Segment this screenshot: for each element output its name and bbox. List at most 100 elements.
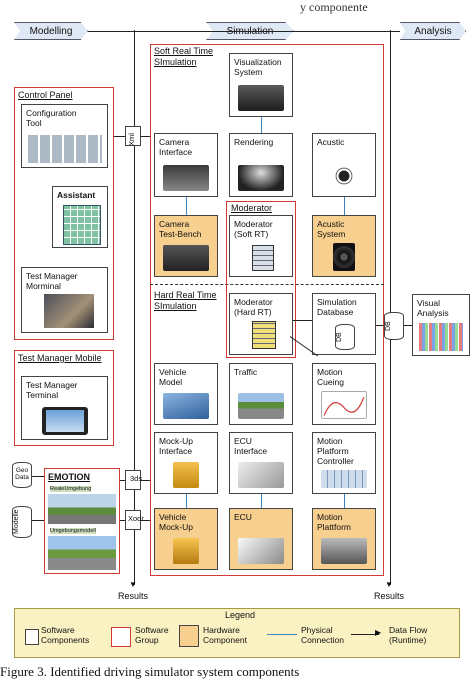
- traffic[interactable]: Traffic: [229, 363, 293, 425]
- cueing-curve-icon: [323, 396, 365, 416]
- emotion-real-env-label: RealeUmgebung: [50, 486, 92, 492]
- xodr-to-sim-arrow: [141, 520, 151, 521]
- soft-rt-title: Soft Real Time SImulation: [152, 46, 216, 68]
- soft-calculator-icon: [252, 245, 274, 271]
- test-manager-morminal[interactable]: Test Manager Morminal: [21, 267, 108, 333]
- moderator-hard-label: Moderator (Hard RT): [234, 297, 273, 317]
- vehicle-mockup-label: Vehicle Mock-Up: [159, 512, 194, 532]
- xml-file-label: Xml: [127, 133, 136, 146]
- camera-interface-label: Camera Interface: [159, 137, 193, 157]
- rendering-label: Rendering: [234, 137, 274, 147]
- threeds-file-icon: [125, 470, 141, 490]
- cp-to-xml-arrow: [114, 136, 125, 137]
- legend-hardware-component: Hardware Component: [203, 625, 247, 645]
- analysis-chart-icon: [419, 323, 463, 351]
- emotion-group: [44, 468, 120, 574]
- simulation-outer-group: [150, 44, 384, 576]
- legend-title: Legend: [225, 610, 256, 620]
- test-manager-morminal-label: Test Manager Morminal: [26, 271, 78, 291]
- db-outer-icon: DB: [384, 312, 404, 340]
- visual-analysis[interactable]: Visual Analysis: [412, 294, 470, 356]
- acustic-label: Acustic: [317, 137, 345, 147]
- acustic[interactable]: Acustic: [312, 133, 376, 197]
- data-flow-arrowhead-icon: ▶: [375, 628, 382, 637]
- figure-caption: Figure 3. Identified driving simulator s…: [0, 664, 300, 679]
- acustic-system[interactable]: Acustic System: [312, 215, 376, 277]
- visual-analysis-label: Visual Analysis: [417, 298, 449, 318]
- results-label-right: Results: [374, 591, 405, 601]
- db-inner-icon: DB: [335, 324, 355, 350]
- ecu-interface-label: ECU Interface: [234, 436, 268, 456]
- vehicle-mockup[interactable]: Vehicle Mock-Up: [154, 508, 218, 570]
- acustic-connection: [344, 197, 345, 215]
- configuration-tool[interactable]: Configuration Tool: [21, 104, 108, 168]
- virtual-road-render: [48, 536, 116, 570]
- analysis-timeline: [390, 30, 391, 585]
- mockup-interface-label: Mock-Up Interface: [159, 436, 194, 456]
- soft-hard-divider: [150, 284, 384, 285]
- moderator-group-title: Moderator: [229, 203, 275, 213]
- cueing-plot-icon: [321, 391, 367, 419]
- rendering[interactable]: Rendering: [229, 133, 293, 197]
- emotion-to-3ds-arrow: [120, 480, 125, 481]
- simulation-database[interactable]: Simulation Database DB: [312, 293, 376, 355]
- vehicle-model[interactable]: Vehicle Model: [154, 363, 218, 425]
- geo-data-store: Geo Data: [12, 462, 32, 488]
- xml-file-icon: [125, 126, 141, 146]
- acustic-system-label: Acustic System: [317, 219, 346, 239]
- motion-plattform[interactable]: Motion Plattform: [312, 508, 376, 570]
- software-component-swatch: [25, 629, 39, 645]
- ecu-interface[interactable]: ECU Interface: [229, 432, 293, 494]
- motion-platform-controller-label: Motion Platform Controller: [317, 436, 354, 466]
- camera-interface[interactable]: Camera Interface: [154, 133, 218, 197]
- emotion-to-xodr-arrow: [120, 520, 125, 521]
- visualization-system-label: Visualization System: [234, 57, 282, 77]
- legend-software-group: Software Group: [135, 625, 169, 645]
- emotion-title: EMOTION: [48, 472, 90, 482]
- assistant[interactable]: Assistant: [52, 186, 108, 248]
- vis-render-connection: [261, 117, 262, 133]
- tablet-icon: [42, 407, 88, 435]
- camera-test-bench[interactable]: Camera Test-Bench: [154, 215, 218, 277]
- mockup-interface[interactable]: Mock-Up Interface: [154, 432, 218, 494]
- db-outer-to-visual: [404, 325, 412, 326]
- software-group-swatch: [111, 627, 131, 647]
- car-model-icon: [163, 393, 209, 419]
- hard-calculator-icon: [252, 321, 276, 349]
- mockup-hardware-icon: [173, 538, 199, 564]
- phase-connector: [88, 31, 400, 32]
- ear-icon: [335, 161, 353, 191]
- test-manager-terminal[interactable]: Test Manager Terminal: [21, 376, 108, 440]
- 3ds-to-sim-arrow: [141, 480, 151, 481]
- assistant-label: Assistant: [57, 190, 96, 200]
- motion-cueing[interactable]: Motion Cueing: [312, 363, 376, 425]
- real-road-photo: [48, 494, 116, 524]
- rendering-screenshot-icon: [238, 165, 284, 191]
- legend-physical-connection: Physical Connection: [301, 625, 345, 645]
- modelle-store: Modelle: [12, 506, 32, 538]
- configuration-screens-icon: [28, 135, 102, 163]
- motion-platform-controller[interactable]: Motion Platform Controller: [312, 432, 376, 494]
- visualization-system[interactable]: Visualization System: [229, 53, 293, 117]
- mockup-interface-icon: [173, 462, 199, 488]
- projector-icon: [238, 85, 284, 111]
- moderator-to-db-flow: [293, 320, 312, 321]
- configuration-tool-label: Configuration Tool: [26, 108, 77, 128]
- moderator-hard-rt[interactable]: Moderator (Hard RT): [229, 293, 293, 355]
- simulation-database-label: Simulation Database: [317, 297, 357, 317]
- camera-rig-icon: [163, 165, 209, 191]
- data-flow-swatch: [351, 634, 379, 635]
- traffic-label: Traffic: [234, 367, 258, 377]
- moderator-soft-label: Moderator (Soft RT): [234, 219, 273, 239]
- results-arrow-right: ▼: [385, 580, 393, 589]
- ecu[interactable]: ECU: [229, 508, 293, 570]
- xodr-file-label: Xodr: [128, 514, 144, 523]
- ecu-hardware-icon: [238, 538, 284, 564]
- test-manager-mobile-group: [14, 350, 114, 446]
- results-label-left: Results: [118, 591, 149, 601]
- phase-analysis: Analysis: [400, 22, 466, 40]
- modelling-timeline: [134, 30, 135, 585]
- legend-box: Legend Software Components Software Grou…: [14, 608, 460, 658]
- moderator-soft-rt[interactable]: Moderator (Soft RT): [229, 215, 293, 277]
- geo-data-arrow: [32, 476, 44, 477]
